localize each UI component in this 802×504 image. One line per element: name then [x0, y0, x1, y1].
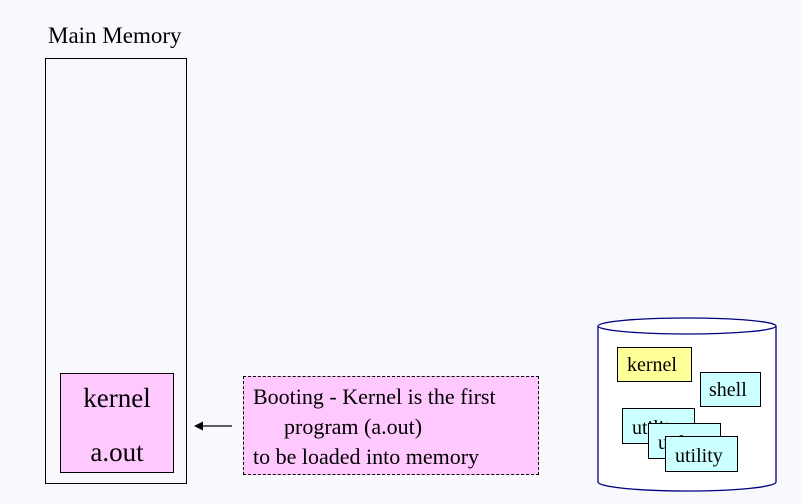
main-memory-title: Main Memory	[48, 23, 182, 48]
callout-line-2: program (a.out)	[284, 414, 423, 439]
disk-shell-file: shell	[700, 372, 761, 407]
main-memory-box	[45, 58, 187, 484]
callout-line-3: to be loaded into memory	[253, 444, 480, 469]
aout-block-label: a.out	[90, 437, 144, 467]
callout-line-1: Booting - Kernel is the first	[253, 384, 496, 409]
disk-kernel-file: kernel	[617, 347, 692, 382]
disk-utility-file: utility	[665, 436, 738, 472]
arrow-head	[194, 421, 203, 431]
disk-cylinder-top	[597, 317, 777, 335]
booting-callout: Booting - Kernel is the first program (a…	[243, 376, 539, 475]
kernel-block-label: kernel	[83, 383, 151, 413]
kernel-memory-block: kernel a.out	[60, 373, 174, 473]
